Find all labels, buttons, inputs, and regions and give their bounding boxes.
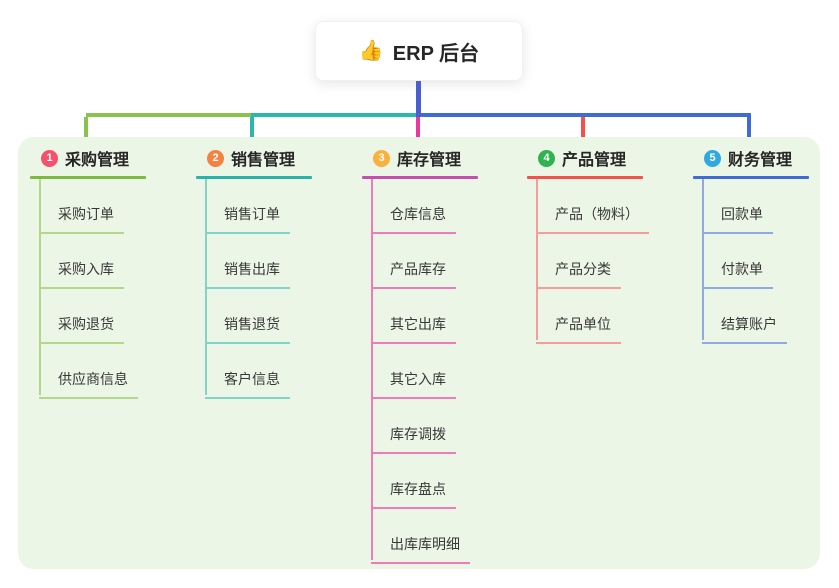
branch-2: 2 销售管理 销售订单销售出库销售退货客户信息 [196,146,354,399]
branch-item-label[interactable]: 客户信息 [205,369,290,399]
branch-underline [527,176,643,179]
branch-item: 销售退货 [196,289,354,344]
branch-item: 采购订单 [30,179,188,234]
branch-item-label[interactable]: 销售订单 [205,204,290,234]
branch-number-badge: 4 [538,149,555,167]
branch-item-label[interactable]: 库存盘点 [371,479,456,509]
branch-item: 产品单位 [527,289,685,344]
branch-item-label[interactable]: 产品库存 [371,259,456,289]
branch-children: 采购订单采购入库采购退货供应商信息 [30,179,188,399]
branch-item: 出库库明细 [362,509,520,564]
connector-drop-branch-4 [581,117,585,143]
connector-bus-branch-5 [416,113,751,117]
branch-item-label[interactable]: 库存调拨 [371,424,456,454]
branch-child-connector-line [39,179,41,395]
branch-item: 付款单 [693,234,839,289]
branch-number-badge: 3 [373,149,390,167]
branch-underline [693,176,809,179]
branch-header[interactable]: 5 财务管理 [693,146,839,170]
branch-item-label[interactable]: 结算账户 [702,314,787,344]
branch-item-label[interactable]: 采购订单 [39,204,124,234]
branch-item-label[interactable]: 产品分类 [536,259,621,289]
branch-item-label[interactable]: 销售退货 [205,314,290,344]
branch-number-badge: 2 [207,149,224,167]
connector-drop-branch-2 [250,117,254,143]
branch-children: 回款单付款单结算账户 [693,179,839,344]
branch-item-label[interactable]: 其它入库 [371,369,456,399]
connector-drop-branch-3 [416,117,420,143]
branch-children: 产品（物料） 产品分类产品单位 [527,179,685,344]
branch-header[interactable]: 3 库存管理 [362,146,520,170]
branch-item: 库存调拨 [362,399,520,454]
branch-child-connector-line [205,179,207,395]
branch-child-connector-line [536,179,538,340]
branch-title: 产品管理 [562,152,627,169]
branch-title: 财务管理 [728,152,793,169]
branch-item-label[interactable]: 回款单 [702,204,773,234]
branch-4: 4 产品管理 产品（物料） 产品分类产品单位 [527,146,685,344]
branch-item-label[interactable]: 付款单 [702,259,773,289]
connector-bus-branch-2 [251,113,420,117]
branch-item-label[interactable]: 采购退货 [39,314,124,344]
connector-root-stem [415,81,421,117]
branch-item-label[interactable]: 产品（物料） [536,204,649,234]
branch-header[interactable]: 1 采购管理 [30,146,188,170]
branch-number-badge: 1 [41,149,58,167]
branch-item: 产品分类 [527,234,685,289]
branch-header[interactable]: 4 产品管理 [527,146,685,170]
branch-1: 1 采购管理 采购订单采购入库采购退货供应商信息 [30,146,188,399]
branch-5: 5 财务管理 回款单付款单结算账户 [693,146,839,344]
branch-item: 其它入库 [362,344,520,399]
branch-children: 销售订单销售出库销售退货客户信息 [196,179,354,399]
branch-item: 供应商信息 [30,344,188,399]
thumbs-up-icon: 👍 [358,40,384,62]
branch-item: 仓库信息 [362,179,520,234]
branch-item: 产品（物料） [527,179,685,234]
branch-item-label[interactable]: 其它出库 [371,314,456,344]
branch-header[interactable]: 2 销售管理 [196,146,354,170]
branch-number-badge: 5 [704,149,721,167]
branch-underline [362,176,478,179]
branch-title: 采购管理 [65,152,130,169]
branch-item: 客户信息 [196,344,354,399]
branch-item-label[interactable]: 供应商信息 [39,369,138,399]
root-node[interactable]: 👍 ERP 后台 [315,21,523,81]
branch-item: 结算账户 [693,289,839,344]
branch-item: 销售出库 [196,234,354,289]
branch-item: 回款单 [693,179,839,234]
branch-item-label[interactable]: 出库库明细 [371,534,470,564]
branch-child-connector-line [702,179,704,340]
branch-child-connector-line [371,179,373,560]
branch-item: 销售订单 [196,179,354,234]
branch-item: 产品库存 [362,234,520,289]
connector-drop-branch-1 [84,117,88,143]
branch-item: 采购入库 [30,234,188,289]
root-title: ERP 后台 [392,42,480,65]
branch-item-label[interactable]: 仓库信息 [371,204,456,234]
branch-title: 库存管理 [397,152,462,169]
branch-item: 采购退货 [30,289,188,344]
branch-underline [196,176,312,179]
branch-children: 仓库信息产品库存其它出库其它入库库存调拨库存盘点出库库明细 [362,179,520,564]
branch-item: 其它出库 [362,289,520,344]
branch-underline [30,176,146,179]
branch-item-label[interactable]: 采购入库 [39,259,124,289]
mindmap-panel [18,137,820,569]
branch-item-label[interactable]: 销售出库 [205,259,290,289]
branch-3: 3 库存管理 仓库信息产品库存其它出库其它入库库存调拨库存盘点出库库明细 [362,146,520,564]
connector-drop-branch-5 [747,117,751,143]
branch-title: 销售管理 [231,152,296,169]
branch-item-label[interactable]: 产品单位 [536,314,621,344]
branch-item: 库存盘点 [362,454,520,509]
